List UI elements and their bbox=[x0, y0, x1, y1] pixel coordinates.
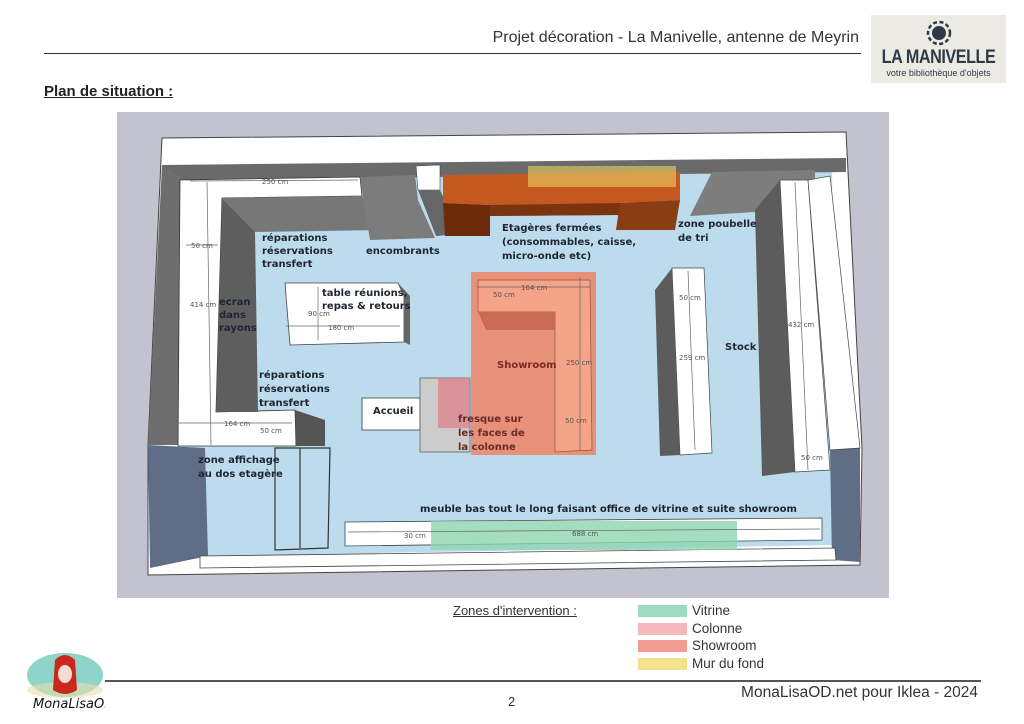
svg-text:réservations: réservations bbox=[262, 245, 333, 257]
svg-text:transfert: transfert bbox=[259, 398, 310, 409]
legend-swatch bbox=[638, 639, 687, 652]
legend-item-mur-du-fond: Mur du fond bbox=[638, 655, 764, 672]
svg-text:transfert: transfert bbox=[262, 259, 313, 270]
page-number: 2 bbox=[508, 694, 516, 709]
dim-showroom-depth-top: 50 cm bbox=[493, 291, 515, 299]
header-divider bbox=[44, 53, 861, 54]
legend-item-colonne: Colonne bbox=[638, 620, 742, 637]
dim-counter-depth: 30 cm bbox=[404, 532, 426, 540]
svg-text:repas & retours: repas & retours bbox=[322, 301, 411, 312]
legend-swatch bbox=[638, 604, 687, 617]
svg-text:zone affichage: zone affichage bbox=[198, 455, 280, 466]
legend-item-showroom: Showroom bbox=[638, 637, 757, 654]
svg-text:MonaLisaOD: MonaLisaOD bbox=[33, 697, 105, 712]
footer-divider bbox=[105, 680, 981, 682]
label-encombrants: encombrants bbox=[366, 246, 440, 257]
legend-title: Zones d'intervention : bbox=[453, 603, 577, 618]
dim-table-width: 180 cm bbox=[328, 324, 354, 332]
label-ecran: ecran dans rayons bbox=[219, 297, 257, 334]
label-stock: Stock bbox=[725, 342, 757, 353]
dim-left-height: 414 cm bbox=[190, 301, 216, 309]
dim-stock-depth: 50 cm bbox=[801, 454, 823, 462]
label-accueil: Accueil bbox=[373, 406, 413, 417]
label-meuble-bas: meuble bas tout le long faisant office d… bbox=[420, 504, 797, 515]
svg-text:table réunions,: table réunions, bbox=[322, 287, 408, 299]
gear-icon bbox=[926, 20, 952, 46]
dim-counter-length: 688 cm bbox=[572, 530, 598, 538]
dim-table-depth: 90 cm bbox=[308, 310, 330, 318]
document-header-title: Projet décoration - La Manivelle, antenn… bbox=[492, 29, 859, 46]
la-manivelle-logo: LA MANIVELLE votre bibliothèque d'objets bbox=[871, 15, 1006, 83]
label-zone-affichage: zone affichage au dos etagère bbox=[198, 455, 283, 480]
dim-showroom-depth-side: 50 cm bbox=[565, 417, 587, 425]
logo-tagline: votre bibliothèque d'objets bbox=[886, 68, 991, 78]
dim-left-depth: 50 cm bbox=[191, 242, 213, 250]
monalisaod-logo: MonaLisaOD bbox=[27, 653, 105, 712]
svg-text:zone poubelle: zone poubelle bbox=[678, 219, 757, 230]
label-table: table réunions, repas & retours bbox=[322, 287, 411, 312]
svg-text:fresque sur: fresque sur bbox=[458, 414, 523, 425]
footer-credit: MonaLisaOD.net pour Iklea - 2024 bbox=[741, 684, 978, 701]
label-reparations-top: réparations réservations transfert bbox=[262, 232, 333, 270]
dim-showroom-height: 250 cm bbox=[566, 359, 592, 367]
svg-text:ecran: ecran bbox=[219, 297, 251, 308]
label-reparations-bottom: réparations réservations transfert bbox=[259, 369, 330, 409]
section-title: Plan de situation : bbox=[44, 83, 174, 100]
label-fresque: fresque sur les faces de la colonne bbox=[458, 414, 525, 453]
floor-plan: 250 cm 50 cm 414 cm 164 cm 50 cm 90 cm 1… bbox=[117, 112, 889, 598]
logo-name: LA MANIVELLE bbox=[881, 47, 996, 68]
legend-item-vitrine: Vitrine bbox=[638, 602, 730, 619]
svg-text:réservations: réservations bbox=[259, 383, 330, 395]
dim-stock-height: 432 cm bbox=[788, 321, 814, 329]
dim-left-bottom-width: 164 cm bbox=[224, 420, 250, 428]
dim-column-depth: 50 cm bbox=[679, 294, 701, 302]
svg-text:réparations: réparations bbox=[259, 369, 324, 381]
label-showroom: Showroom bbox=[497, 360, 557, 371]
svg-text:la colonne: la colonne bbox=[458, 442, 516, 453]
legend-swatch bbox=[638, 622, 687, 635]
legend-swatch bbox=[638, 657, 687, 670]
svg-text:réparations: réparations bbox=[262, 232, 327, 244]
dim-showroom-width: 164 cm bbox=[521, 284, 547, 292]
label-zone-poubelle: zone poubelle de tri bbox=[678, 219, 757, 244]
svg-text:(consommables, caisse,: (consommables, caisse, bbox=[502, 237, 636, 248]
dim-left-top-width: 250 cm bbox=[262, 178, 288, 186]
svg-text:les faces de: les faces de bbox=[458, 428, 525, 439]
label-etageres: Etagères fermées (consommables, caisse, … bbox=[502, 222, 636, 262]
dim-left-bottom-depth: 50 cm bbox=[260, 427, 282, 435]
svg-text:micro-onde etc): micro-onde etc) bbox=[502, 251, 591, 262]
svg-text:rayons: rayons bbox=[219, 323, 257, 334]
svg-text:au dos etagère: au dos etagère bbox=[198, 468, 283, 480]
svg-text:Etagères fermées: Etagères fermées bbox=[502, 222, 601, 234]
svg-text:de tri: de tri bbox=[678, 233, 709, 244]
svg-text:dans: dans bbox=[219, 310, 246, 321]
dim-column-height: 259 cm bbox=[679, 354, 705, 362]
